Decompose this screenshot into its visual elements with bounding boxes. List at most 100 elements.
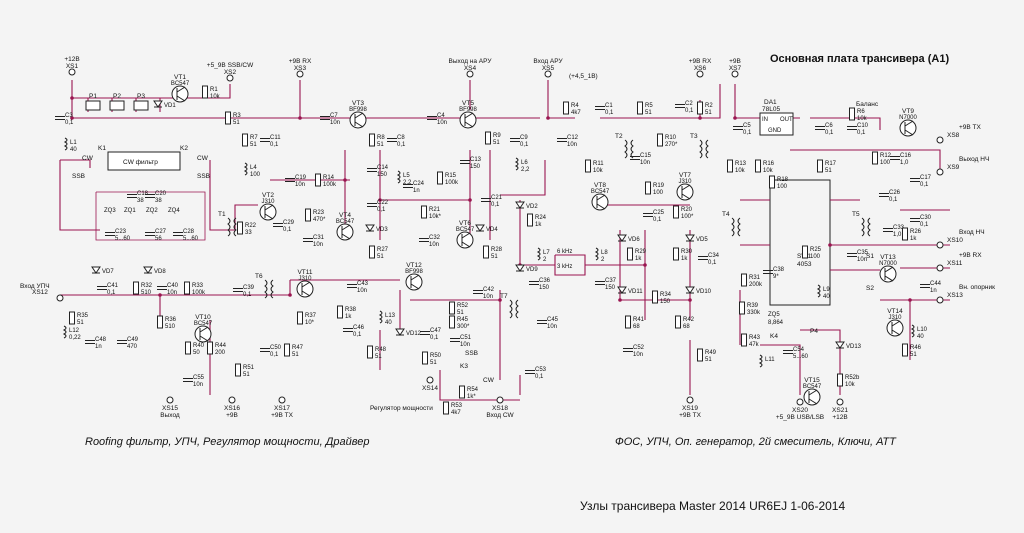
relay-coil <box>133 100 149 111</box>
transistor-ref: VT8 <box>594 182 606 189</box>
transformer-winding <box>624 139 628 159</box>
part-ref: R52b <box>845 375 860 381</box>
part-value: 10k* <box>429 214 442 220</box>
transistor-part: BC547 <box>591 189 610 195</box>
resistor-body <box>769 175 775 189</box>
part-ref: C27 <box>155 229 167 235</box>
connector-label: +9В RX <box>689 58 712 65</box>
part-value: 100k <box>445 180 459 186</box>
part-ref: C37 <box>605 278 617 284</box>
part-ref: C50 <box>270 345 282 351</box>
resistor-body <box>675 315 681 329</box>
transistor-ref: VT2 <box>262 192 274 199</box>
zq3-label: ZQ3 <box>104 208 116 214</box>
connector-pin <box>166 396 174 404</box>
diode-vd1: VD1 <box>153 100 176 109</box>
resistor-body <box>755 159 761 173</box>
resistor-body <box>802 245 808 259</box>
resistor-body <box>657 133 663 147</box>
transistor-body <box>296 280 314 298</box>
part-ref: C42 <box>483 287 495 293</box>
connector-id: XS6 <box>694 65 707 72</box>
relay-p1: P1 <box>85 93 101 111</box>
part-value: 0,1 <box>653 217 662 223</box>
transformer-winding <box>699 139 703 159</box>
transformer-winding <box>630 139 634 159</box>
junction-dot <box>298 116 302 120</box>
transistor-body <box>591 193 609 211</box>
transformer-t1: T1 <box>218 211 237 237</box>
part-value: 10n <box>330 120 340 126</box>
diode-vd9: VD9 <box>515 264 538 273</box>
part-value: 40 <box>70 147 77 153</box>
junction-dot <box>378 198 382 202</box>
part-value: 51 <box>250 142 257 148</box>
transistor-body <box>336 223 354 241</box>
transistor-body <box>676 183 694 201</box>
connector-id: XS18 <box>492 405 508 412</box>
part-ref: C41 <box>107 283 119 289</box>
transistor-body <box>259 203 277 221</box>
part-ref: C54 <box>793 347 805 353</box>
transformer-winding <box>737 217 741 237</box>
part-ref: C10 <box>857 123 869 129</box>
inductor-coil <box>594 247 599 261</box>
transformer-winding <box>509 299 513 319</box>
transistor-part: J310 <box>678 179 692 185</box>
transistor-part: BC547 <box>456 227 475 233</box>
part-ref: C22 <box>377 200 389 206</box>
part-value: 51 <box>910 352 917 358</box>
zq1-label: ZQ1 <box>124 208 136 214</box>
connector-xs2: XS2+5_9В SSB/CW <box>207 62 254 82</box>
part-ref: C29 <box>283 220 295 226</box>
part-value: 330k <box>747 310 761 316</box>
part-ref: R15 <box>445 173 457 179</box>
junction-dot <box>498 298 502 302</box>
part-value: 0,1 <box>270 142 279 148</box>
part-value: 150 <box>539 285 550 291</box>
part-ref: R7 <box>250 135 258 141</box>
part-c5: C50,1 <box>733 123 752 136</box>
transistor-body <box>194 325 212 343</box>
part-ref: R28 <box>491 247 503 253</box>
connector-id: XS1 <box>66 63 79 70</box>
part-value: 1n <box>95 344 102 350</box>
resistor-body <box>459 385 465 399</box>
part-value: 0,1 <box>605 110 614 116</box>
part-ref: C32 <box>429 235 441 241</box>
part-value: 5...60 <box>793 354 809 360</box>
part-ref: C6 <box>825 123 833 129</box>
resistor-body <box>133 281 139 295</box>
diode-vd3: VD3 <box>365 224 388 233</box>
resistor-body <box>184 281 190 295</box>
part-ref: R8 <box>377 135 385 141</box>
connector-id: XS17 <box>274 405 290 412</box>
resistor-body <box>652 290 658 304</box>
part-ref: R20 <box>681 207 693 213</box>
part-ref: C14 <box>377 165 389 171</box>
resistor-body <box>645 181 651 195</box>
transistor-body <box>879 265 897 283</box>
diode-triangle <box>153 100 163 108</box>
relay-coil <box>85 100 101 111</box>
transistor-ref: VT4 <box>339 212 351 219</box>
transformer-winding <box>731 217 735 237</box>
resistor-body <box>449 315 455 329</box>
transistor-collector <box>461 232 471 239</box>
part-value: 51 <box>377 142 384 148</box>
